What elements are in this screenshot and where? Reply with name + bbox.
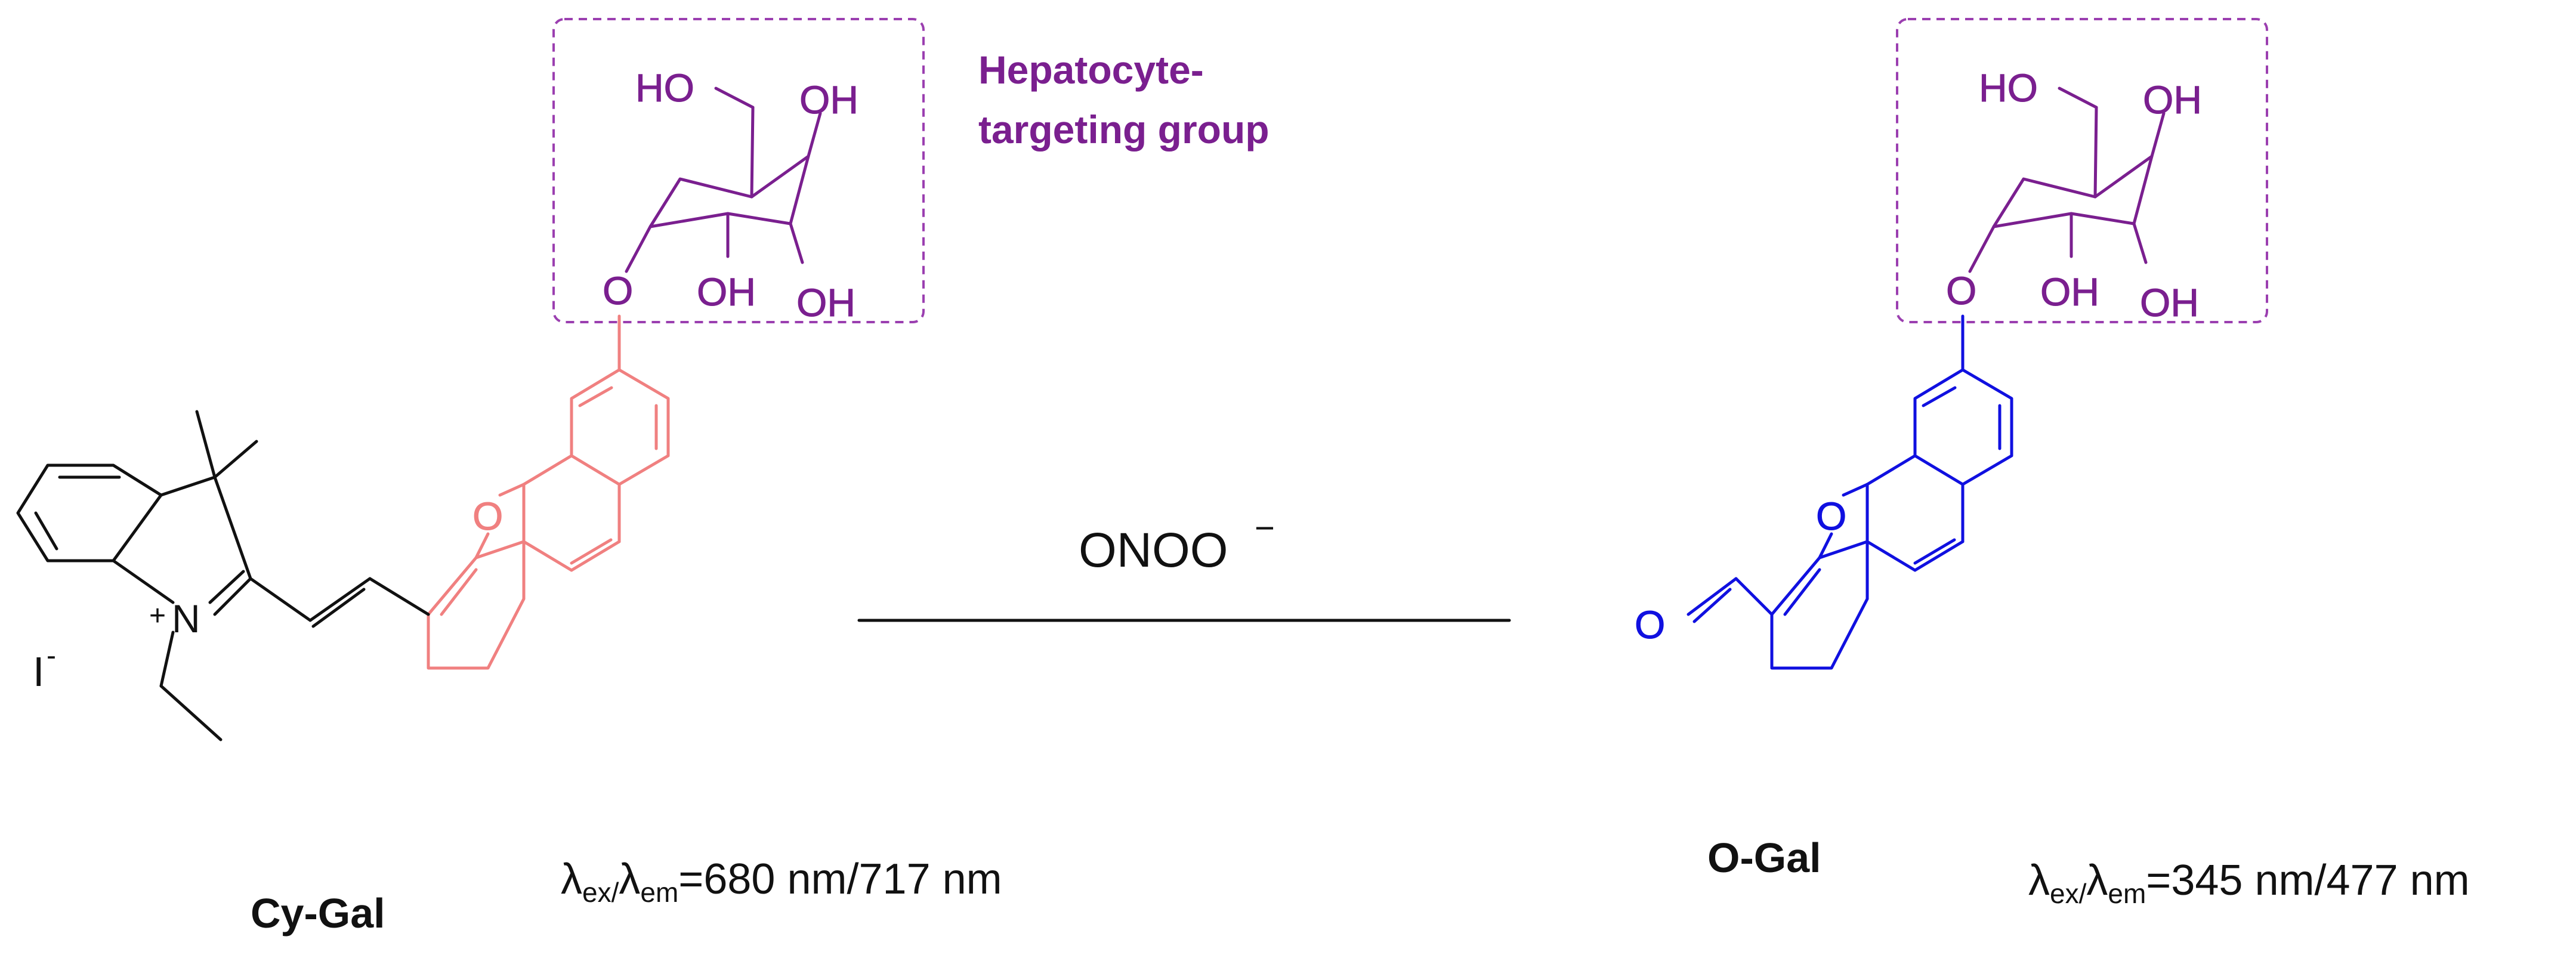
nitrogen-charge: + (149, 600, 166, 632)
ex-subscript: ex/ (582, 877, 619, 908)
wavelength-values: =680 nm/717 nm (678, 855, 1002, 903)
counterion-label: I (33, 648, 44, 695)
o-gal-structure: HO OH OH OH O O O (1635, 18, 2268, 670)
counterion-charge: - (47, 640, 56, 672)
aldehyde-oxygen-label: O (1635, 602, 1665, 647)
em-subscript: em (2108, 878, 2146, 909)
sugar-oh-label: OH (799, 78, 858, 122)
sugar-oh-label: OH (2140, 280, 2199, 324)
sugar-ho-label: HO (1979, 66, 2038, 110)
xanthene-core-left: O (427, 314, 670, 670)
lambda-symbol: λ (2086, 857, 2108, 904)
sugar-oh-label: OH (697, 270, 756, 314)
glycosidic-oxygen-label: O (603, 268, 633, 313)
galactose-unit-right: HO OH OH OH O (1946, 66, 2203, 325)
xanthene-oxygen-label: O (1816, 494, 1846, 538)
wavelength-values: =345 nm/477 nm (2146, 857, 2469, 904)
sugar-oh-label: OH (2143, 78, 2202, 122)
sugar-oh-label: OH (2040, 270, 2099, 314)
reagent-label: ONOO (1079, 523, 1228, 577)
cy-gal-structure: HO OH OH OH O Hepatocyte- targeting grou… (16, 18, 1270, 741)
compound-name: Cy-Gal (251, 890, 385, 937)
reaction-arrow: ONOO − (857, 509, 1511, 622)
ex-subscript: ex/ (2050, 878, 2087, 909)
wavelength-label: λex/λem=345 nm/477 nm (2028, 857, 2470, 909)
xanthene-oxygen-label: O (472, 494, 503, 538)
reagent-charge: − (1255, 509, 1275, 548)
lambda-symbol: λ (619, 855, 640, 903)
indolium-unit (16, 410, 430, 741)
lambda-symbol: λ (561, 855, 582, 903)
xanthene-core-right: O O (1635, 314, 2013, 670)
targeting-group-label: Hepatocyte- (978, 48, 1204, 92)
lambda-symbol: λ (2028, 857, 2050, 904)
galactose-unit-left: HO OH OH OH O (603, 66, 859, 325)
cy-gal-caption: Cy-Gal λex/λem=680 nm/717 nm (251, 855, 1002, 937)
sugar-oh-label: OH (796, 280, 855, 324)
em-subscript: em (640, 877, 678, 908)
compound-name: O-Gal (1707, 835, 1821, 881)
targeting-group-box-right (1896, 18, 2268, 323)
wavelength-label: λex/λem=680 nm/717 nm (561, 855, 1002, 908)
targeting-group-label: targeting group (978, 107, 1270, 152)
nitrogen-label: N (172, 597, 200, 641)
sugar-ho-label: HO (635, 66, 694, 110)
targeting-group-box-left (552, 18, 925, 323)
glycosidic-oxygen-label: O (1946, 268, 1976, 313)
o-gal-caption: O-Gal λex/λem=345 nm/477 nm (1707, 835, 2470, 909)
